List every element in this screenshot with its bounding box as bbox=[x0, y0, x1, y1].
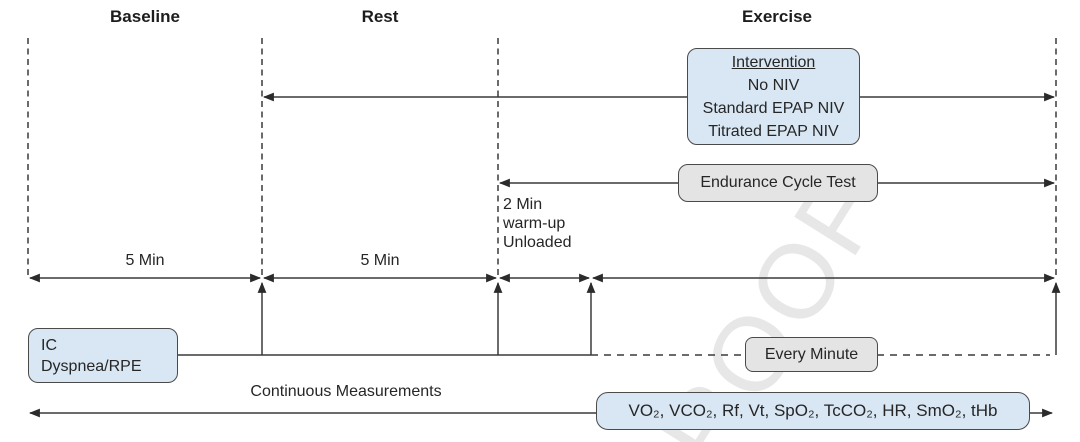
measurements-list-label: VO₂, VCO₂, Rf, Vt, SpO₂, TcCO₂, HR, SmO₂… bbox=[628, 401, 998, 420]
phase-divider-lines bbox=[27, 38, 1057, 277]
every-minute-box: Every Minute bbox=[745, 337, 878, 372]
dyspnea-rpe-label: Dyspnea/RPE bbox=[41, 357, 142, 375]
timepoint-up-arrows bbox=[257, 281, 1061, 355]
rest-duration-label: 5 Min bbox=[360, 252, 400, 269]
baseline-duration-label: 5 Min bbox=[125, 252, 165, 269]
endurance-cycle-test-label: Endurance Cycle Test bbox=[700, 174, 856, 191]
intervention-box: Intervention No NIV Standard EPAP NIV Ti… bbox=[687, 48, 860, 145]
intervention-option-titrated-epap: Titrated EPAP NIV bbox=[708, 122, 839, 140]
every-minute-label: Every Minute bbox=[764, 345, 859, 363]
continuous-measurements-label: Continuous Measurements bbox=[250, 383, 442, 400]
ic-label: IC bbox=[41, 336, 57, 354]
intervention-option-no-niv: No NIV bbox=[747, 76, 800, 94]
ic-dyspnea-box: IC Dyspnea/RPE bbox=[28, 328, 178, 383]
endurance-cycle-test-box: Endurance Cycle Test bbox=[678, 164, 878, 202]
intervention-option-standard-epap: Standard EPAP NIV bbox=[702, 99, 845, 117]
phase-label-exercise: Exercise bbox=[742, 7, 812, 26]
warmup-note-label: 2 Min warm-up Unloaded bbox=[503, 196, 572, 251]
phase-label-rest: Rest bbox=[361, 7, 399, 26]
measurements-box: VO₂, VCO₂, Rf, Vt, SpO₂, TcCO₂, HR, SmO₂… bbox=[596, 392, 1030, 430]
intervention-title: Intervention bbox=[731, 53, 816, 71]
phase-label-baseline: Baseline bbox=[110, 7, 180, 26]
